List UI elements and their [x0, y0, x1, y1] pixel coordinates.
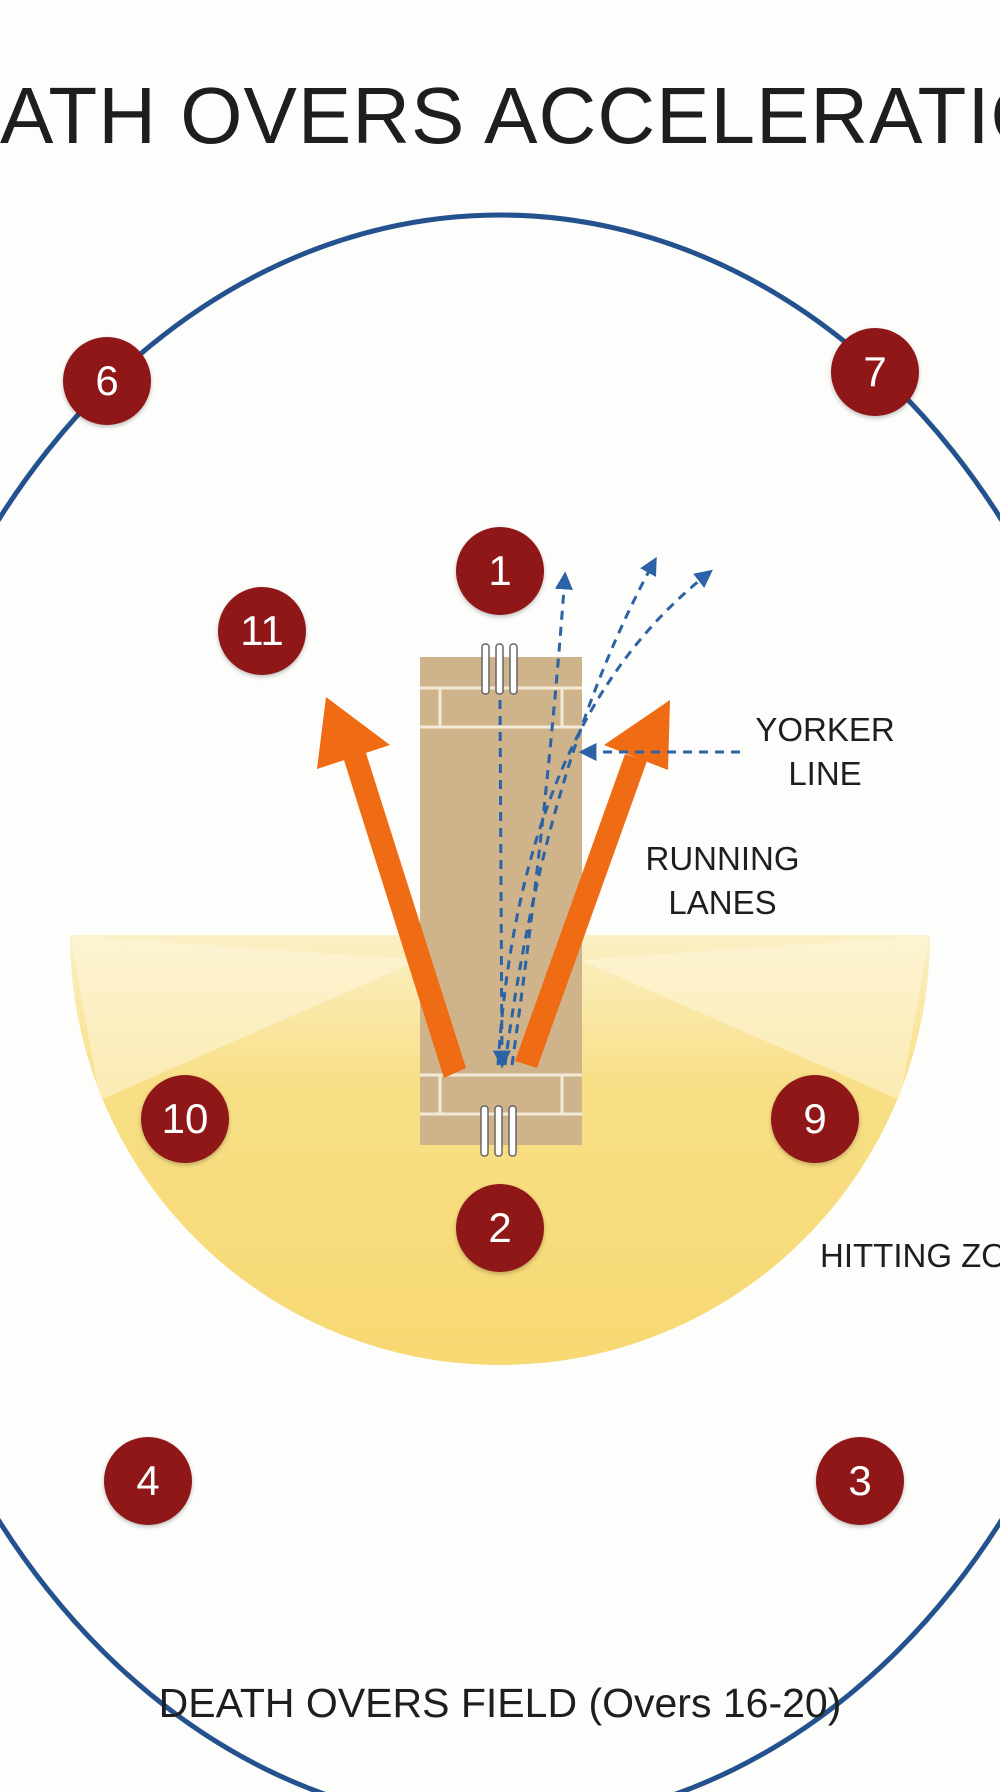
boundary-rope — [0, 212, 1000, 1792]
fielder-3: 3 — [816, 1437, 904, 1525]
running-lanes-label-line1: RUNNING — [645, 840, 800, 877]
fielder-1: 1 — [456, 527, 544, 615]
fielder-6: 6 — [63, 337, 151, 425]
yorker-paths — [492, 556, 740, 1069]
running-lanes-label: RUNNING LANES — [630, 837, 815, 925]
running-lanes-label-line2: LANES — [668, 884, 777, 921]
stumps-bottom — [480, 1105, 517, 1157]
fielder-4: 4 — [104, 1437, 192, 1525]
fielder-2: 2 — [456, 1184, 544, 1272]
fielder-7: 7 — [831, 328, 919, 416]
running-lane-arrow-left — [317, 697, 466, 1078]
page-title: ATH OVERS ACCELERATION PI — [0, 71, 1000, 160]
diagram-caption: DEATH OVERS FIELD (Overs 16-20) — [158, 1680, 842, 1726]
yorker-line-label-line2: LINE — [788, 755, 862, 792]
fielder-11: 11 — [218, 587, 306, 675]
yorker-line-label-line1: YORKER — [755, 711, 895, 748]
fielder-10: 10 — [141, 1075, 229, 1163]
fielder-9: 9 — [771, 1075, 859, 1163]
hitting-zone-label: HITTING ZO — [820, 1237, 1000, 1274]
hitting-zone-wedge-left — [70, 935, 420, 1100]
yorker-line-label: YORKER LINE — [740, 708, 910, 796]
stumps-top — [481, 643, 518, 695]
hitting-zone-wedge-right — [580, 935, 930, 1100]
